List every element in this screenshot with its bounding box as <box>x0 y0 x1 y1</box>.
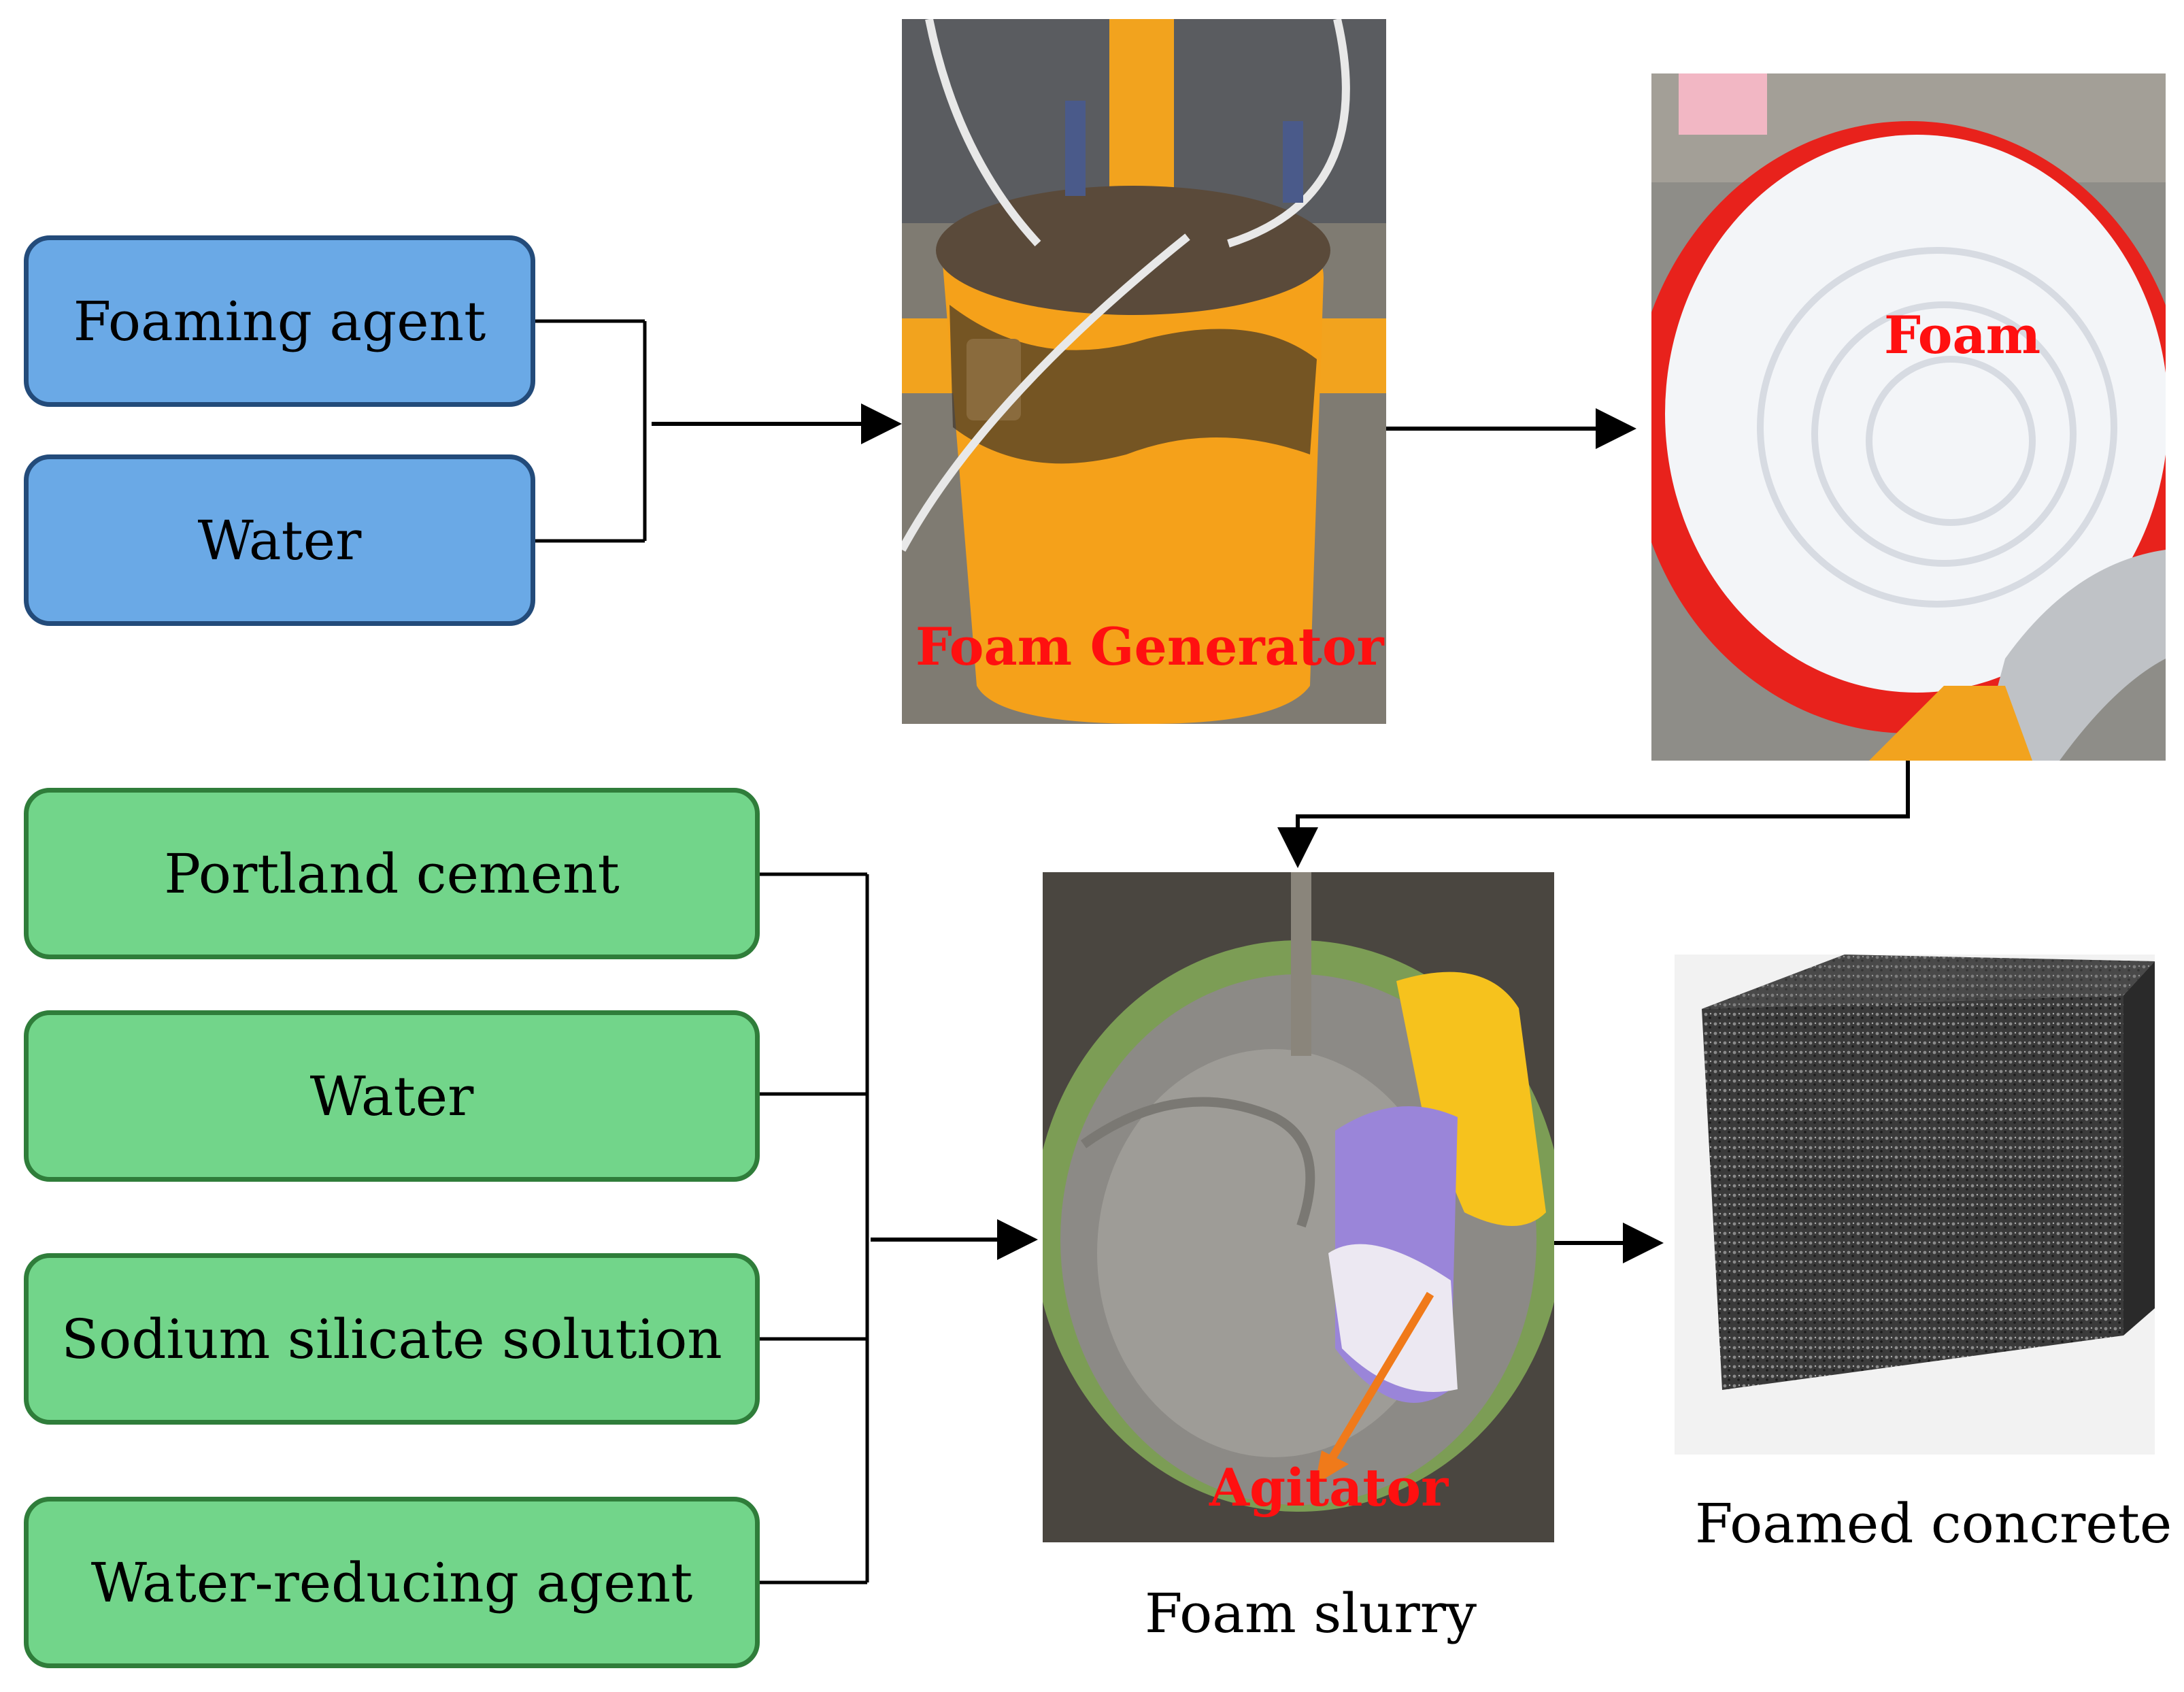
water-box-green: Water <box>24 1010 760 1182</box>
water-reducing-agent-box: Water-reducing agent <box>24 1497 760 1668</box>
water-label-blue: Water <box>197 508 362 572</box>
foamed-concrete-photo <box>1675 955 2155 1455</box>
agitator-label: Agitator <box>1209 1457 1449 1518</box>
foam-generator-photo: Foam Generator <box>902 19 1386 724</box>
arrow-foam-to-slurry <box>1277 761 1910 868</box>
sodium-silicate-box: Sodium silicate solution <box>24 1253 760 1425</box>
portland-cement-box: Portland cement <box>24 788 760 959</box>
foam-slurry-caption: Foam slurry <box>1145 1582 1477 1645</box>
water-label-green: Water <box>309 1064 474 1128</box>
sodium-silicate-label: Sodium silicate solution <box>61 1307 722 1371</box>
foam-generator-label: Foam Generator <box>915 616 1384 677</box>
foaming-agent-label: Foaming agent <box>73 289 486 353</box>
foam-label: Foam <box>1884 305 2041 365</box>
foamed-concrete-caption: Foamed concrete <box>1695 1492 2172 1555</box>
water-box-blue: Water <box>24 454 535 626</box>
water-reducing-agent-label: Water-reducing agent <box>90 1550 693 1614</box>
blue-inputs-bracket <box>535 319 647 543</box>
foaming-agent-box: Foaming agent <box>24 235 535 407</box>
green-inputs-bracket <box>758 872 869 1585</box>
portland-cement-label: Portland cement <box>164 842 620 906</box>
foam-photo: Foam <box>1651 73 2166 761</box>
foam-slurry-photo: Agitator <box>1043 872 1554 1542</box>
